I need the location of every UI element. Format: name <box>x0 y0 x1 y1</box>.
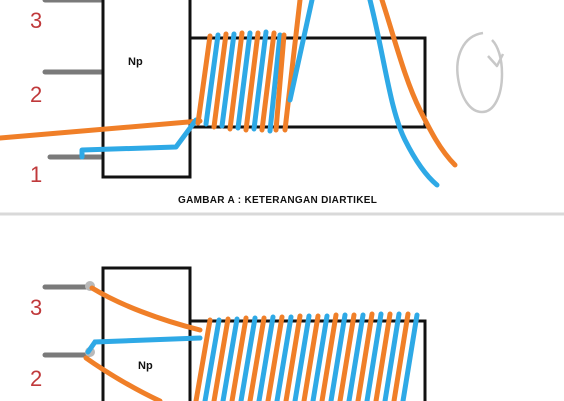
pin-number-2: 2 <box>30 82 42 107</box>
bobbin-flange-b <box>101 266 192 401</box>
orange-lead-b2 <box>83 355 163 401</box>
figure-a-caption: GAMBAR A : KETERANGAN DIARTIKEL <box>178 195 377 206</box>
core-label-np-b: Np <box>138 360 153 372</box>
orange-lead-b1 <box>89 285 203 333</box>
pin-number-2-b: 2 <box>30 366 42 391</box>
blue-exit-right <box>367 0 440 188</box>
figure-b: 3 2 Np <box>30 266 427 401</box>
blue-lead-wire <box>79 117 199 160</box>
figure-a: 3 2 1 Np <box>0 0 505 206</box>
pin-number-3-b: 3 <box>30 295 42 320</box>
blue-lead-b1 <box>85 335 203 355</box>
winding-coils-b <box>193 311 420 401</box>
pin-number-1: 1 <box>30 162 42 187</box>
orange-exit-up <box>282 0 303 133</box>
orange-exit-right <box>379 0 458 168</box>
winding-coils <box>195 29 287 134</box>
core-label-np: Np <box>128 56 143 68</box>
orange-lead-wire <box>0 118 203 141</box>
rotate-clockwise-arrow-icon <box>456 31 505 114</box>
blue-exit-up <box>287 0 315 103</box>
pin-number-3: 3 <box>30 8 42 33</box>
